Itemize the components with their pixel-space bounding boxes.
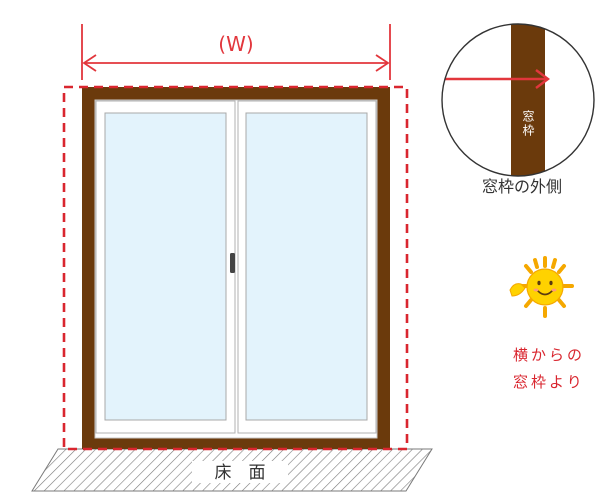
detail-frame-text: 窓枠 — [521, 109, 535, 138]
measurement-dashed-outline — [62, 85, 409, 451]
sun-mascot: 「 — [509, 256, 595, 318]
detail-arrow-head — [535, 69, 550, 89]
window-handle — [230, 253, 235, 273]
floor-label-bg — [192, 461, 288, 483]
right-glass — [245, 112, 368, 421]
width-dimension: (W) — [81, 24, 391, 80]
detail-caption: 窓枠の外側 — [482, 177, 562, 196]
frame-detail-callout: 窓枠 窓枠の外側 — [441, 23, 595, 196]
sun-hand — [509, 283, 526, 297]
note-line-1: 横からの — [513, 346, 585, 364]
width-arrow-right — [375, 54, 390, 72]
width-label: (W) — [218, 32, 253, 56]
note-quote-mark: 「 — [585, 283, 595, 302]
floor: 床 面 — [31, 448, 433, 492]
sun-eye-right — [549, 280, 553, 286]
sun-face — [526, 268, 564, 306]
sun-eye-left — [537, 280, 541, 286]
detail-circle — [441, 23, 595, 177]
detail-frame-bar — [511, 24, 545, 176]
window — [82, 87, 390, 449]
floor-label: 床 面 — [215, 463, 266, 483]
sun-cheek-right — [551, 288, 557, 292]
left-glass — [104, 112, 227, 421]
note-line-2: 窓枠より — [513, 373, 585, 391]
width-arrow-left — [82, 54, 97, 72]
sun-cheek-left — [533, 288, 539, 292]
sun-smile — [537, 290, 553, 296]
